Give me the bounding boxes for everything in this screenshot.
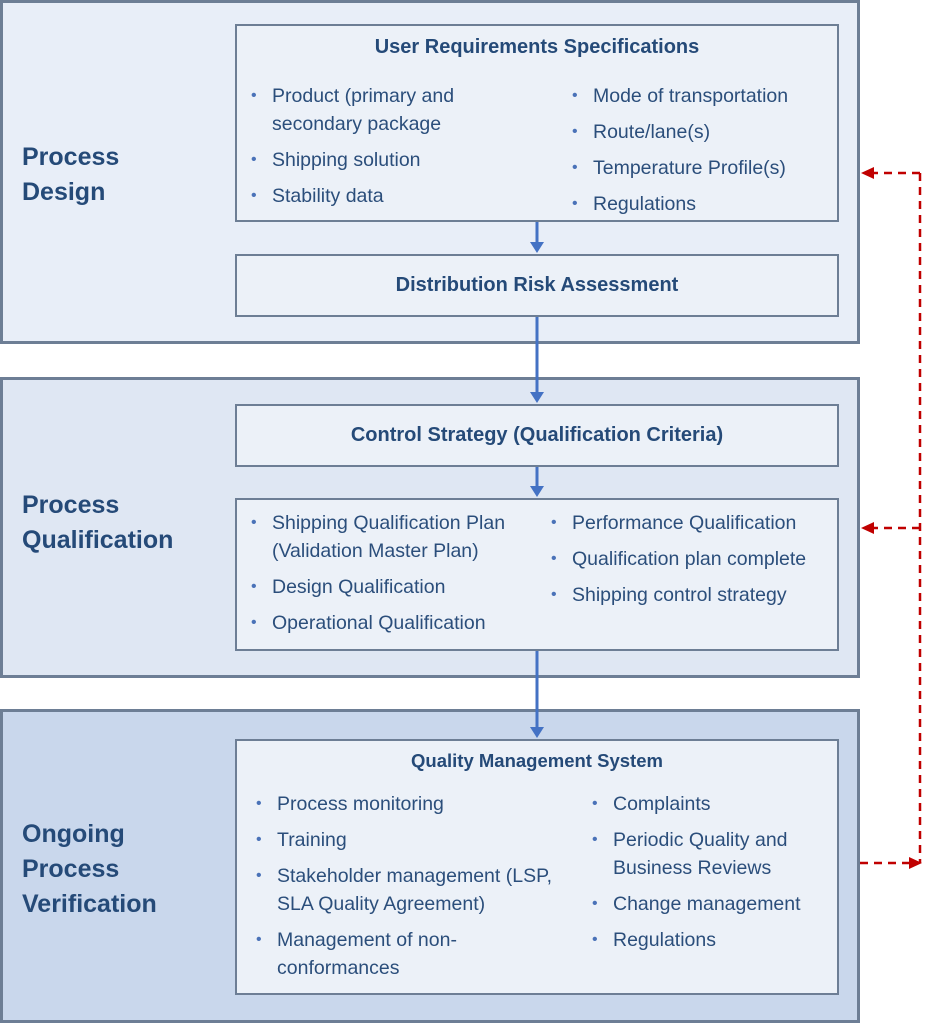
control-strategy-title: Control Strategy (Qualification Criteria… — [350, 424, 724, 446]
list-item: Mode of transportation — [572, 82, 832, 110]
feedback-arrows — [860, 171, 922, 865]
list-item: Stability data — [251, 182, 541, 210]
risk-assessment-title: Distribution Risk Assessment — [395, 274, 679, 296]
list-item: Shipping solution — [251, 146, 541, 174]
stage-title-process-qualification: Process Qualification — [22, 491, 174, 554]
list-item: Performance Qualification — [551, 509, 831, 537]
feedback-arrow-head-icon — [861, 167, 874, 179]
qualification-right-list: Performance Qualification Qualification … — [551, 509, 831, 617]
list-item: Management of non-conformances — [256, 926, 556, 982]
list-item: Qualification plan complete — [551, 545, 831, 573]
list-item: Regulations — [572, 190, 832, 218]
urs-right-list: Mode of transportation Route/lane(s) Tem… — [572, 82, 832, 226]
list-item: Operational Qualification — [251, 609, 531, 637]
urs-left-list: Product (primary and secondary package S… — [251, 82, 541, 218]
feedback-arrow-head-icon — [909, 857, 922, 869]
control-strategy-box: Control Strategy (Qualification Criteria… — [235, 404, 839, 467]
list-item: Training — [256, 826, 556, 854]
list-item: Design Qualification — [251, 573, 531, 601]
qualification-list-box: Shipping Qualification Plan (Validation … — [235, 498, 839, 651]
qms-box: Quality Management System Process monito… — [235, 739, 839, 995]
feedback-arrow-head-icon — [861, 522, 874, 534]
qms-left-list: Process monitoring Training Stakeholder … — [256, 790, 556, 990]
list-item: Process monitoring — [256, 790, 556, 818]
qualification-left-list: Shipping Qualification Plan (Validation … — [251, 509, 531, 645]
list-item: Change management — [592, 890, 832, 918]
list-item: Shipping Qualification Plan (Validation … — [251, 509, 531, 565]
list-item: Complaints — [592, 790, 832, 818]
qms-right-list: Complaints Periodic Quality and Business… — [592, 790, 832, 962]
urs-box: User Requirements Specifications Product… — [235, 24, 839, 222]
stage-title-process-design: Process Design — [22, 143, 120, 206]
qms-title: Quality Management System — [411, 750, 663, 771]
list-item: Periodic Quality and Business Reviews — [592, 826, 832, 882]
list-item: Product (primary and secondary package — [251, 82, 541, 138]
list-item: Route/lane(s) — [572, 118, 832, 146]
list-item: Temperature Profile(s) — [572, 154, 832, 182]
list-item: Shipping control strategy — [551, 581, 831, 609]
stage-title-ongoing-process-verification: Ongoing Process Verification — [22, 820, 157, 918]
list-item: Stakeholder management (LSP, SLA Quality… — [256, 862, 556, 918]
urs-title: User Requirements Specifications — [374, 36, 700, 58]
list-item: Regulations — [592, 926, 832, 954]
risk-assessment-box: Distribution Risk Assessment — [235, 254, 839, 317]
